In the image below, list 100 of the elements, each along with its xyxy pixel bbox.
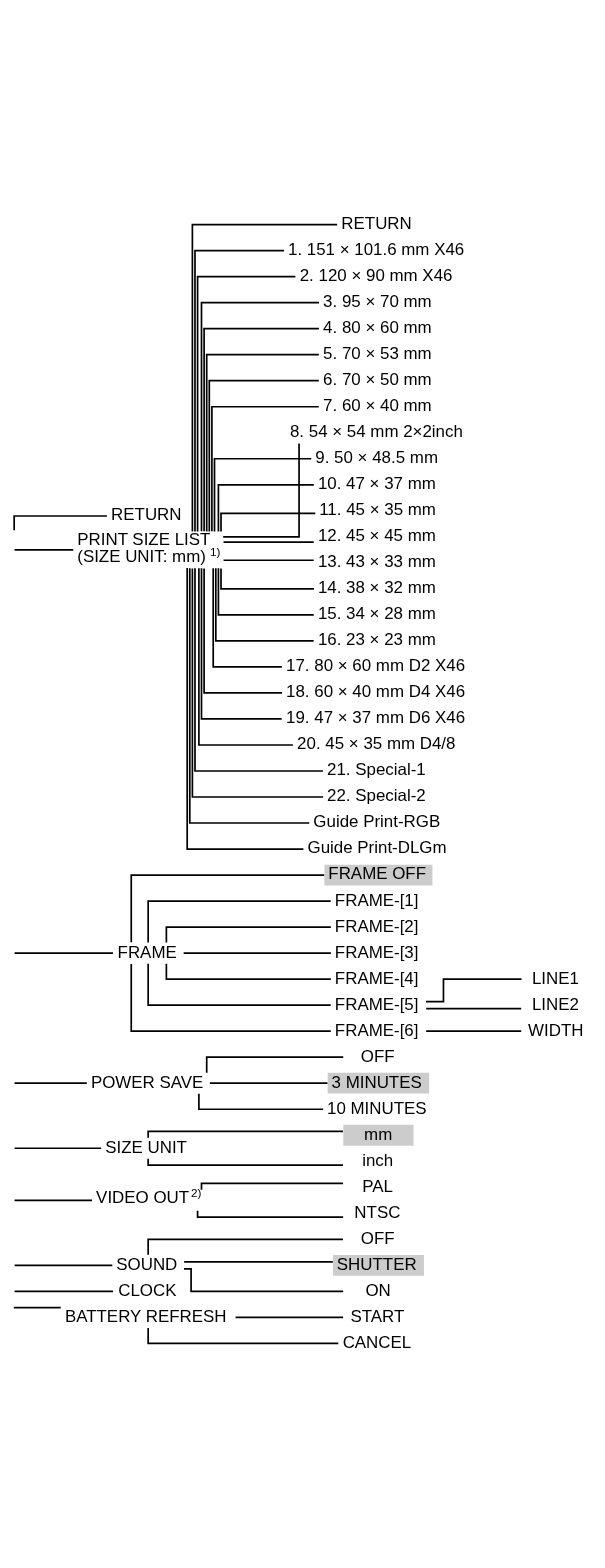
node-text: FRAME-[2] bbox=[334, 916, 419, 936]
node-text: 10. 47 × 37 mm bbox=[317, 474, 436, 494]
connector bbox=[209, 1082, 329, 1085]
connector bbox=[425, 1007, 523, 1010]
connector bbox=[198, 1092, 324, 1111]
node-text: FRAME-[1] bbox=[334, 890, 419, 910]
node-text: 20. 45 × 35 mm D4/8 bbox=[297, 734, 456, 754]
node-text: POWER SAVE bbox=[90, 1072, 204, 1092]
node-text: 3. 95 × 70 mm bbox=[323, 292, 432, 312]
node-text: LINE2 bbox=[531, 994, 579, 1014]
connector bbox=[191, 223, 338, 533]
connector bbox=[211, 405, 320, 532]
node-text: 12. 45 × 45 mm bbox=[317, 526, 436, 546]
node-text: SOUND bbox=[116, 1254, 178, 1274]
node-text: PRINT SIZE LIST (SIZE UNIT: mm)$^{1)}$ bbox=[77, 530, 221, 567]
node-text: FRAME-[3] bbox=[334, 942, 419, 962]
node-text: 13. 43 × 33 mm bbox=[317, 552, 436, 572]
connector bbox=[425, 1030, 523, 1032]
connector bbox=[130, 963, 332, 1032]
connector bbox=[194, 249, 285, 533]
node-text: FRAME-[6] bbox=[334, 1020, 419, 1040]
node-box: 3 MINUTES bbox=[327, 1072, 430, 1094]
node-text: RETURN bbox=[341, 214, 412, 234]
connector bbox=[13, 1082, 88, 1085]
node-text: FRAME-[5] bbox=[334, 994, 419, 1014]
node-text: 15. 34 × 28 mm bbox=[317, 604, 436, 624]
connector bbox=[222, 559, 315, 562]
connector bbox=[147, 962, 332, 1006]
connector bbox=[205, 1056, 345, 1074]
node-text: RETURN bbox=[111, 505, 182, 525]
connector bbox=[198, 567, 294, 746]
connector bbox=[234, 1316, 344, 1319]
node-text: CANCEL bbox=[342, 1332, 412, 1352]
connector bbox=[217, 483, 315, 533]
node-text: WIDTH bbox=[528, 1020, 584, 1040]
node-text: ON bbox=[365, 1280, 391, 1300]
connector bbox=[147, 900, 332, 944]
node-text: 5. 70 × 53 mm bbox=[323, 344, 432, 364]
connector bbox=[13, 1290, 114, 1293]
node-box: FRAME OFF bbox=[324, 864, 433, 886]
connector bbox=[13, 515, 108, 531]
connector bbox=[425, 978, 523, 1003]
node-text: OFF bbox=[360, 1046, 395, 1066]
node-box: mm bbox=[343, 1124, 414, 1146]
node-text: 6. 70 × 50 mm bbox=[323, 370, 432, 390]
node-text: 18. 60 × 40 mm D4 X46 bbox=[286, 682, 466, 702]
connector bbox=[203, 567, 283, 694]
node-text: Guide Print-RGB bbox=[313, 812, 441, 832]
node-text: inch bbox=[362, 1150, 394, 1170]
node-text: 9. 50 × 48.5 mm bbox=[315, 448, 438, 468]
connector bbox=[13, 1264, 114, 1267]
connector bbox=[213, 457, 313, 533]
connector bbox=[214, 567, 315, 642]
node-text: FRAME bbox=[117, 942, 177, 962]
node-text: START bbox=[350, 1306, 405, 1326]
node-box: SHUTTER bbox=[332, 1254, 424, 1276]
node-text: 4. 80 × 60 mm bbox=[323, 318, 432, 338]
node-text: Guide Print-DLGm bbox=[307, 838, 447, 858]
connector bbox=[196, 275, 297, 533]
node-text: SIZE UNIT bbox=[105, 1137, 187, 1157]
connector bbox=[200, 1182, 344, 1191]
connector bbox=[183, 1261, 334, 1263]
node-text: 14. 38 × 32 mm bbox=[317, 578, 436, 598]
connector bbox=[165, 962, 332, 980]
node-text: 10 MINUTES bbox=[327, 1098, 427, 1118]
connector bbox=[147, 1157, 344, 1166]
connector bbox=[182, 952, 332, 954]
node-text: LINE1 bbox=[531, 968, 579, 988]
node-text: 21. Special-1 bbox=[327, 760, 426, 780]
connector bbox=[12, 1306, 62, 1309]
node-text: NTSC bbox=[354, 1202, 401, 1222]
node-text: 16. 23 × 23 mm bbox=[317, 630, 436, 650]
node-text: 2. 120 × 90 mm X46 bbox=[299, 266, 453, 286]
connector bbox=[208, 379, 320, 533]
connector bbox=[200, 567, 283, 720]
connector bbox=[212, 567, 283, 668]
connector bbox=[147, 1130, 344, 1139]
connector bbox=[165, 926, 332, 944]
connector bbox=[13, 1147, 102, 1150]
connector bbox=[222, 442, 300, 538]
connector bbox=[13, 952, 114, 954]
node-text: 17. 80 × 60 mm D2 X46 bbox=[286, 656, 466, 676]
node-text: OFF bbox=[360, 1228, 395, 1248]
connector bbox=[220, 512, 317, 533]
node-text: 19. 47 × 37 mm D6 X46 bbox=[286, 708, 466, 728]
node-text: 11. 45 × 35 mm bbox=[319, 500, 436, 520]
connector bbox=[130, 874, 325, 944]
node-text: CLOCK bbox=[118, 1280, 177, 1300]
connector bbox=[220, 567, 315, 590]
connector bbox=[217, 567, 315, 616]
node-text: 22. Special-2 bbox=[327, 786, 426, 806]
connector bbox=[183, 1267, 345, 1293]
node-text: 1. 151 × 101.6 mm X46 bbox=[288, 240, 465, 260]
node-text: PAL bbox=[362, 1176, 393, 1196]
connector bbox=[13, 549, 75, 551]
node-text: BATTERY REFRESH bbox=[64, 1306, 227, 1326]
node-text: 8. 54 × 54 mm 2×2inch bbox=[289, 422, 463, 442]
node-text: VIDEO OUT$^{2)}$ bbox=[96, 1185, 202, 1208]
node-text: 7. 60 × 40 mm bbox=[323, 396, 432, 416]
connector bbox=[196, 1209, 344, 1219]
